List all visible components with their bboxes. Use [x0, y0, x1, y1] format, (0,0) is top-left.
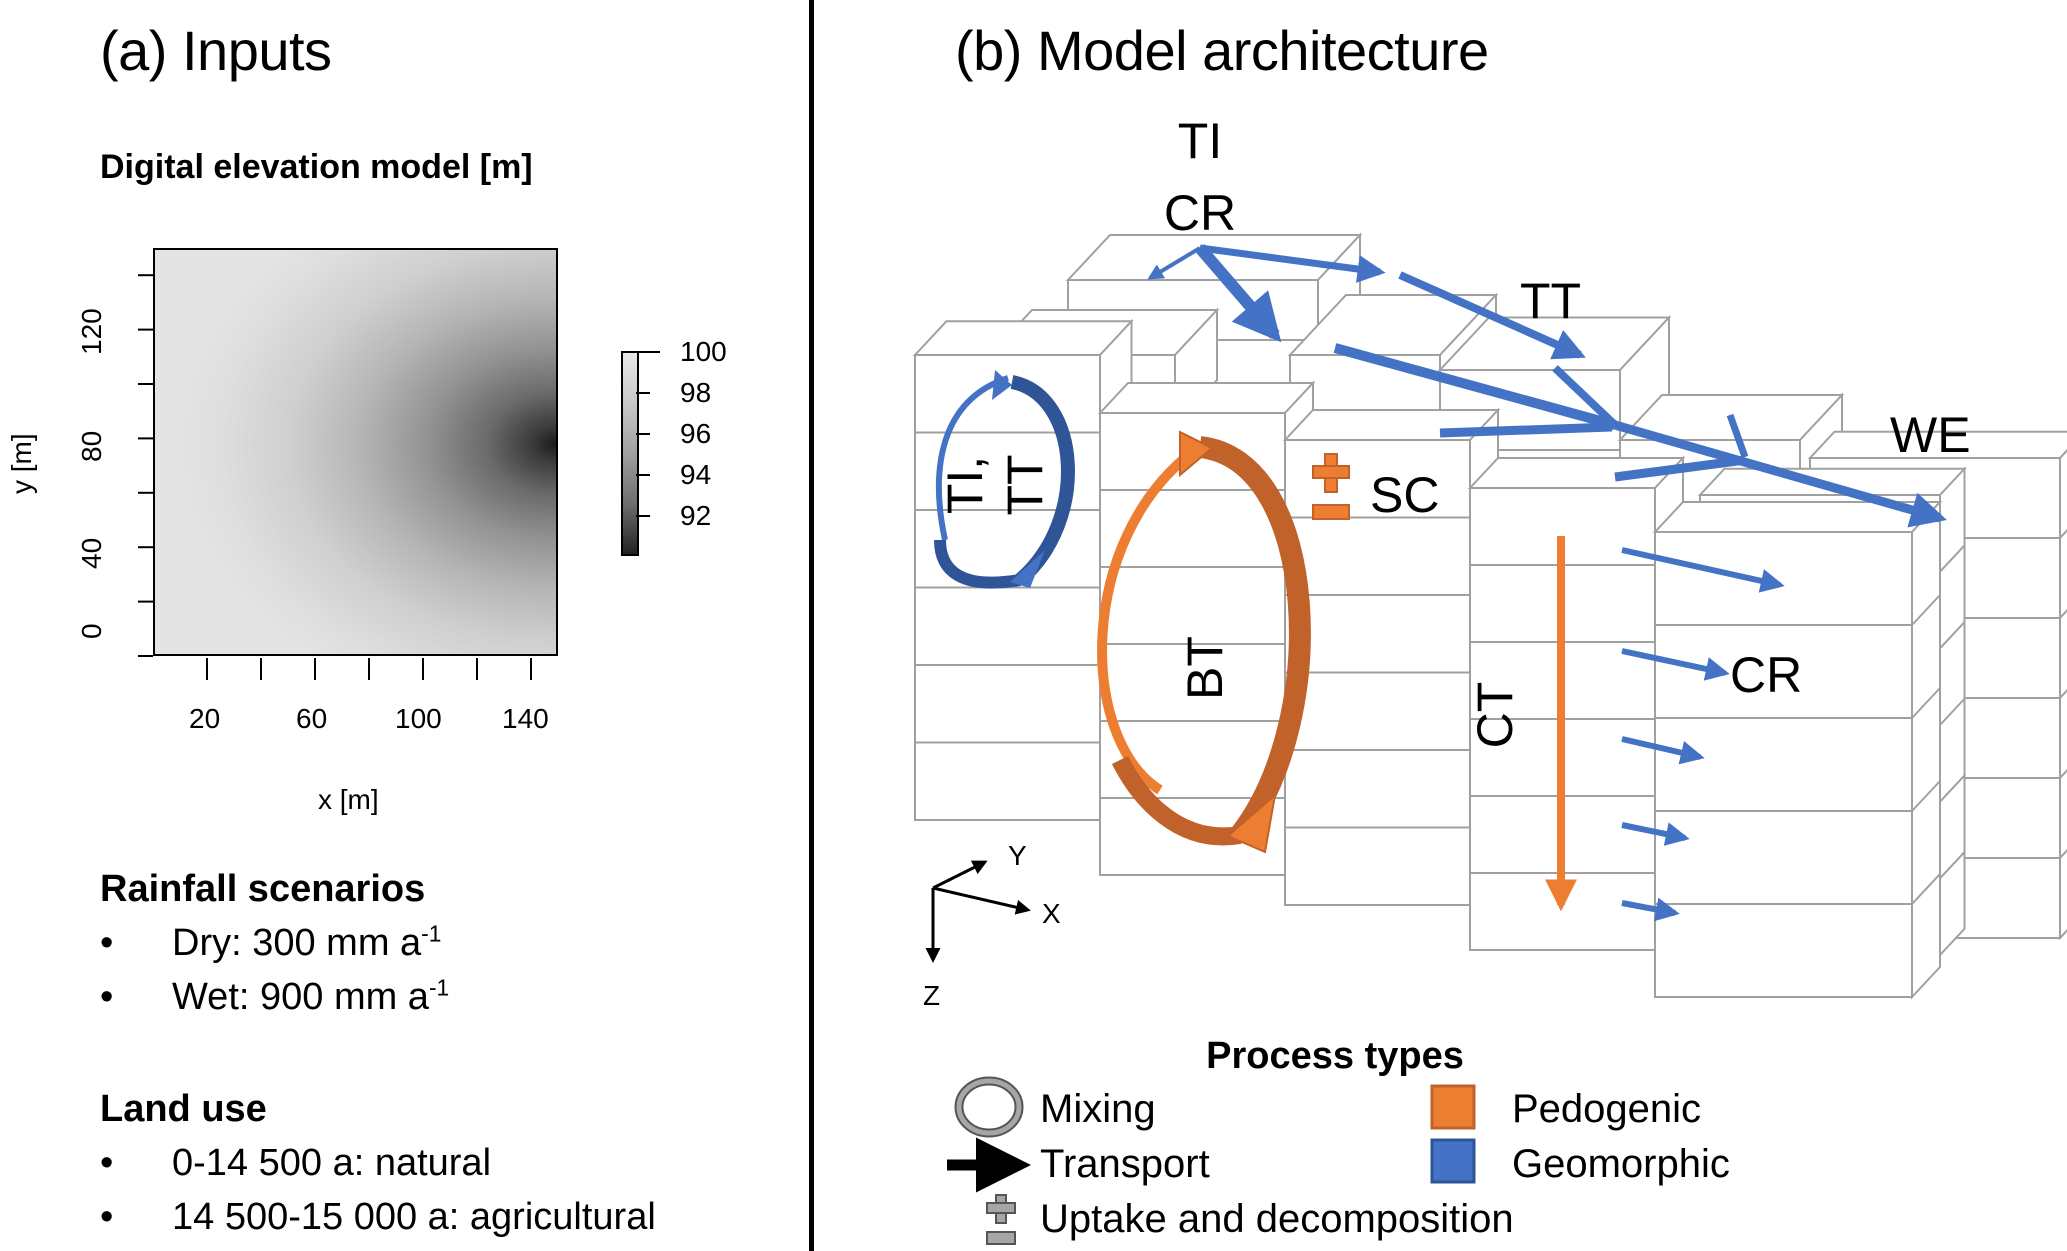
colorbar-tick-label: 92 [680, 500, 712, 531]
legend-geomorphic-label: Geomorphic [1512, 1142, 1730, 1186]
panel-divider [809, 0, 814, 1251]
x-axis-label: x [m] [318, 784, 379, 815]
rainfall-title: Rainfall scenarios [100, 868, 426, 910]
colorbar [621, 351, 639, 556]
bullet: • [100, 976, 114, 1018]
land-use-title: Land use [100, 1088, 267, 1130]
land-use-item-text: 0-14 500 a: natural [172, 1142, 492, 1184]
dem-axes [138, 274, 532, 680]
colorbar-tick-label: 96 [680, 418, 712, 449]
axis-label-x: X [1042, 898, 1061, 929]
bullet: • [100, 1196, 114, 1238]
bullet: • [100, 922, 114, 964]
label-we: WE [1890, 407, 1971, 463]
dem-heatmap [153, 248, 558, 656]
land-use-item-text: 14 500-15 000 a: agricultural [172, 1196, 656, 1238]
label-tt-mix: TT [997, 454, 1053, 515]
soil-column [1652, 499, 1943, 1000]
legend-mixing-label: Mixing [1040, 1087, 1156, 1131]
label-tt-top: TT [1520, 273, 1581, 329]
rainfall-item-text: Wet: 900 mm a [172, 976, 429, 1018]
label-bt: BT [1177, 636, 1233, 700]
colorbar-tick-label: 100 [680, 336, 727, 367]
label-sc: SC [1370, 467, 1439, 523]
mixing-legend-icon [954, 1076, 1024, 1138]
label-cr-right: CR [1730, 647, 1802, 703]
panel-b-title: (b) Model architecture [955, 19, 1489, 82]
ti-tt-mixing-loop [934, 370, 1075, 589]
geomorphic-arrows [1147, 244, 1947, 922]
label-ct: CT [1467, 682, 1523, 749]
label-ti-top: TI [1178, 113, 1222, 169]
dem-title: Digital elevation model [m] [100, 148, 533, 186]
pedogenic-swatch [1430, 1084, 1476, 1130]
colorbar-tick-label: 94 [680, 459, 712, 490]
legend-uptake-label: Uptake and decomposition [1040, 1197, 1514, 1241]
x-tick-label: 140 [502, 703, 549, 734]
bullet: • [100, 1142, 114, 1184]
x-tick-label: 100 [395, 703, 442, 734]
geomorphic-swatch [1430, 1138, 1476, 1184]
uptake-decomposition-icon [1312, 453, 1350, 520]
land-use-item: • 0-14 500 a: natural [100, 1142, 491, 1185]
rainfall-item-text: Dry: 300 mm a [172, 922, 422, 964]
soil-grid [912, 232, 2067, 1000]
legend-transport-label: Transport [1040, 1142, 1210, 1186]
land-use-item: • 14 500-15 000 a: agricultural [100, 1196, 656, 1239]
uptake-legend-icon [986, 1194, 1016, 1245]
rainfall-item-sup: -1 [428, 974, 450, 1001]
colorbar-tick-label: 98 [680, 377, 712, 408]
rainfall-item: • Dry: 300 mm a-1 [100, 922, 441, 965]
label-ti-mix: TI, [937, 456, 993, 514]
x-tick-label: 20 [189, 703, 221, 734]
xyz-axis-indicator [925, 860, 1031, 963]
bt-mixing-loop [1097, 430, 1311, 854]
x-tick-label: 60 [296, 703, 328, 734]
axis-label-y: Y [1008, 840, 1027, 871]
rainfall-item: • Wet: 900 mm a-1 [100, 976, 449, 1019]
legend-title: Process types [1206, 1035, 1464, 1077]
panel-a-title: (a) Inputs [100, 19, 332, 82]
label-cr-top: CR [1164, 185, 1236, 241]
rainfall-item-sup: -1 [421, 920, 442, 947]
colorbar-ticks [636, 351, 660, 517]
axis-label-z: Z [923, 980, 940, 1011]
legend-pedogenic-label: Pedogenic [1512, 1087, 1701, 1131]
